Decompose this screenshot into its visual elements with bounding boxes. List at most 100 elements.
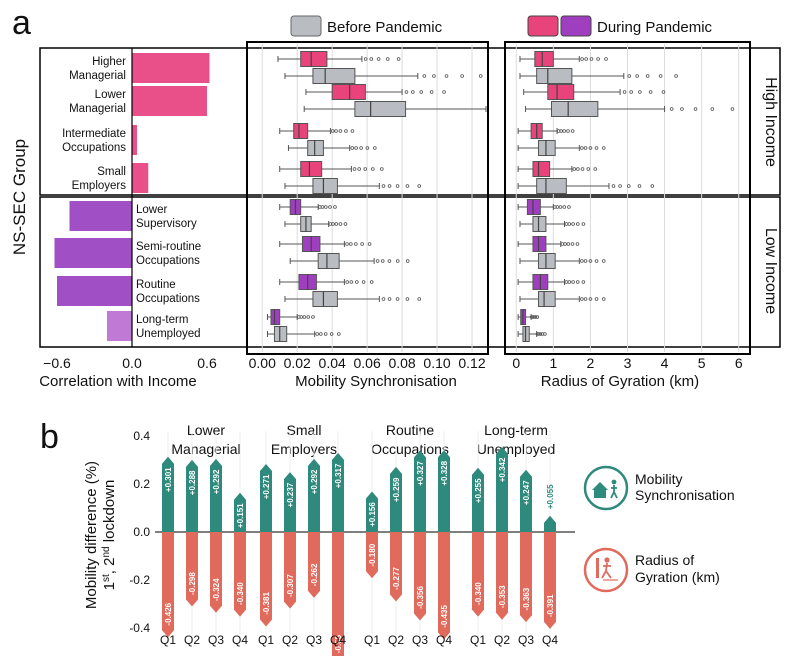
outlier bbox=[380, 167, 384, 171]
outlier bbox=[405, 297, 410, 301]
sync-value-label: +0.328 bbox=[440, 460, 449, 485]
ylabel-line2-part1: 1 bbox=[101, 582, 118, 590]
outlier bbox=[338, 129, 343, 133]
legend-during-low-swatch bbox=[560, 15, 592, 37]
outlier bbox=[352, 167, 357, 171]
outlier bbox=[395, 184, 400, 188]
legend-radius-line2: Gyration (km) bbox=[635, 569, 720, 585]
panel-b-group-title: Lower bbox=[187, 422, 225, 438]
outlier bbox=[395, 259, 400, 263]
outlier bbox=[404, 90, 409, 94]
sync-value-label: +0.055 bbox=[546, 484, 555, 509]
box-during bbox=[270, 309, 281, 325]
outlier bbox=[363, 57, 368, 61]
sync-value-label: +0.288 bbox=[188, 470, 197, 495]
sync-bar bbox=[260, 463, 272, 532]
box-before bbox=[536, 178, 567, 194]
radius-bar bbox=[260, 532, 272, 627]
outlier bbox=[570, 242, 575, 246]
radius-bar bbox=[332, 532, 344, 656]
box-before bbox=[312, 178, 338, 194]
outlier bbox=[564, 222, 569, 226]
outlier bbox=[566, 129, 570, 133]
quarter-label: Q3 bbox=[208, 633, 224, 647]
group-label: Employers bbox=[72, 180, 127, 192]
correlation-bar bbox=[54, 238, 132, 268]
panel-b-ytick: 0.2 bbox=[133, 477, 150, 491]
correlation-bar bbox=[107, 311, 132, 341]
box-before bbox=[538, 291, 556, 307]
radius-bar bbox=[520, 532, 532, 623]
box-before bbox=[354, 101, 407, 117]
outlier bbox=[297, 315, 301, 319]
radius-value-label: -0.340 bbox=[474, 582, 483, 605]
group-label: Managerial bbox=[69, 70, 126, 82]
outlier bbox=[622, 90, 627, 94]
outlier bbox=[360, 242, 364, 246]
sync-value-label: +0.271 bbox=[262, 474, 271, 499]
outlier bbox=[567, 280, 572, 284]
outlier bbox=[680, 107, 684, 111]
outlier bbox=[319, 332, 323, 336]
radius-value-label: -0.180 bbox=[368, 543, 377, 566]
outlier bbox=[361, 280, 366, 284]
quarter-label: Q4 bbox=[542, 633, 558, 647]
box-during bbox=[293, 123, 309, 139]
radius-bar bbox=[472, 532, 484, 617]
outlier bbox=[324, 205, 328, 209]
legend-sync-line1: Mobility bbox=[635, 471, 682, 487]
outlier bbox=[629, 90, 633, 94]
box-during bbox=[526, 199, 541, 215]
sync-xlabel: Mobility Synchronisation bbox=[295, 373, 457, 390]
sync-value-label: +0.247 bbox=[522, 480, 531, 505]
outlier bbox=[588, 146, 593, 150]
radius-bar bbox=[234, 532, 246, 617]
walker-body bbox=[610, 485, 618, 499]
outlier bbox=[380, 259, 385, 263]
outlier bbox=[556, 129, 561, 133]
tick-label: 6 bbox=[735, 355, 743, 371]
outlier bbox=[693, 107, 698, 111]
radius-bar bbox=[544, 532, 556, 629]
outlier bbox=[365, 146, 370, 150]
outlier bbox=[572, 167, 577, 171]
sync-bar bbox=[162, 456, 174, 532]
side-label-high: High Income bbox=[762, 77, 779, 167]
radius-value-label: -0.353 bbox=[498, 585, 507, 608]
sync-bar bbox=[496, 446, 508, 532]
outlier bbox=[536, 332, 541, 336]
outlier bbox=[376, 57, 381, 61]
quarter-label: Q4 bbox=[436, 633, 452, 647]
outlier bbox=[583, 146, 588, 150]
outlier bbox=[661, 90, 666, 94]
outlier bbox=[604, 57, 608, 61]
walker-body-2 bbox=[601, 562, 612, 579]
panel-b-letter: b bbox=[40, 418, 59, 456]
outlier bbox=[385, 57, 390, 61]
sync-value-label: +0.292 bbox=[310, 469, 319, 494]
walker-head-2 bbox=[604, 557, 610, 563]
outlier bbox=[571, 222, 575, 226]
box-during bbox=[532, 161, 551, 177]
outlier bbox=[580, 146, 584, 150]
correlation-bar bbox=[132, 86, 207, 116]
outlier bbox=[337, 332, 341, 336]
group-label: Occupations bbox=[136, 255, 200, 267]
outlier bbox=[538, 332, 543, 336]
outlier bbox=[343, 222, 348, 226]
radius-value-label: -0.356 bbox=[416, 586, 425, 609]
outlier bbox=[460, 74, 464, 78]
outlier bbox=[567, 205, 571, 209]
quarter-label: Q3 bbox=[518, 633, 534, 647]
outlier bbox=[563, 242, 567, 246]
outlier bbox=[311, 315, 315, 319]
radius-value-label: -0.363 bbox=[522, 587, 531, 610]
outlier bbox=[367, 242, 372, 246]
radius-value-label: -0.435 bbox=[440, 605, 449, 628]
outlier bbox=[349, 280, 354, 284]
legend-during-label: During Pandemic bbox=[597, 19, 713, 36]
outlier bbox=[618, 184, 622, 188]
legend-before-swatch bbox=[290, 15, 322, 37]
outlier bbox=[345, 242, 349, 246]
